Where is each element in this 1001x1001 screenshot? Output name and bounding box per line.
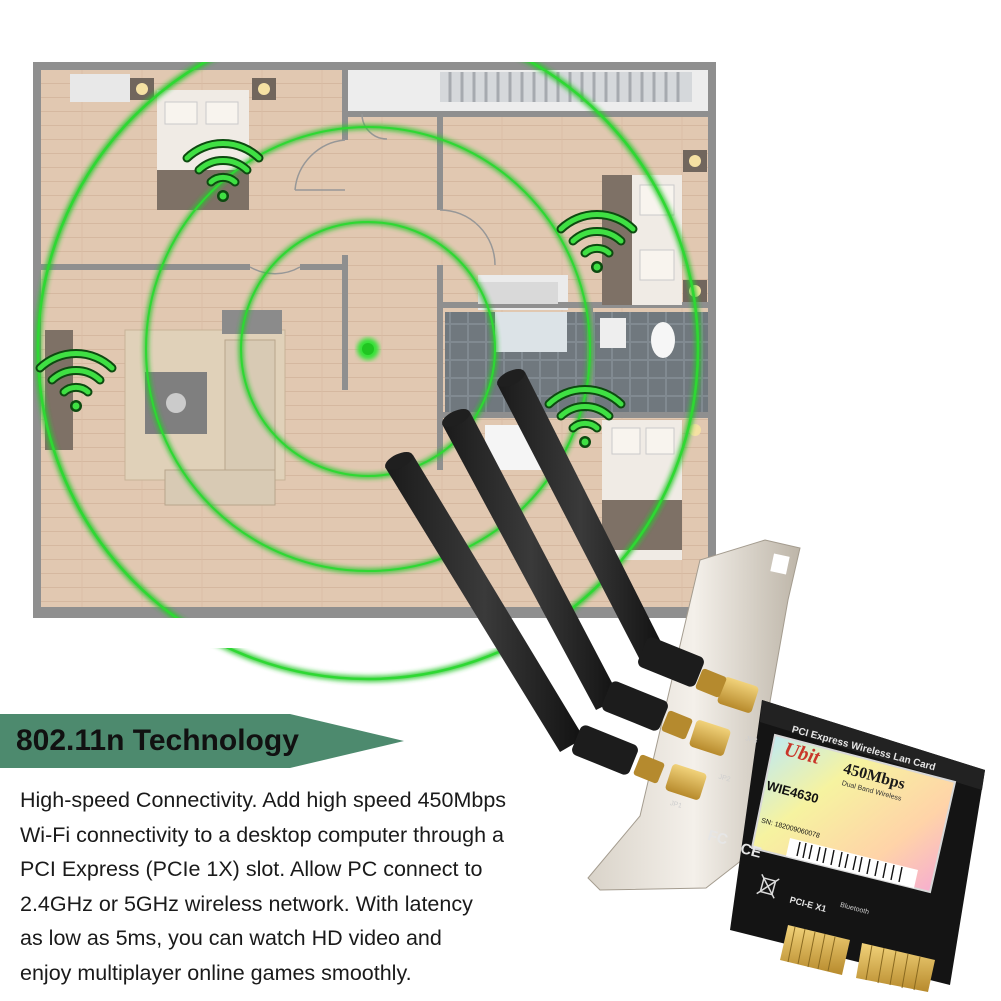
- antenna: [385, 452, 665, 784]
- description-line: enjoy multiplayer online games smoothly.: [20, 960, 412, 985]
- feature-title: 802.11n Technology: [16, 724, 299, 757]
- card-jp1: JP1: [669, 800, 683, 810]
- description-line: Wi-Fi connectivity to a desktop computer…: [20, 822, 504, 847]
- antenna: [497, 369, 727, 698]
- antenna: [442, 409, 693, 740]
- sma-connectors: [665, 677, 759, 800]
- card-fc-mark: FC: [706, 827, 730, 849]
- description-line: PCI Express (PCIe 1X) slot. Allow PC con…: [20, 857, 483, 881]
- description-line: as low as 5ms, you can watch HD video an…: [20, 926, 442, 950]
- banner-arrow-shape: [0, 714, 404, 768]
- feature-description: High-speed Connectivity. Add high speed …: [20, 783, 580, 990]
- description-line: 2.4GHz or 5GHz wireless network. With la…: [20, 891, 473, 916]
- card-jp3: JP3: [744, 735, 758, 745]
- weee-bin-icon: [756, 873, 780, 899]
- card-ce-mark: CE: [739, 840, 764, 862]
- card-jp2: JP2: [718, 774, 732, 784]
- feature-banner: 802.11n Technology: [0, 714, 404, 768]
- description-line: High-speed Connectivity. Add high speed …: [20, 788, 507, 812]
